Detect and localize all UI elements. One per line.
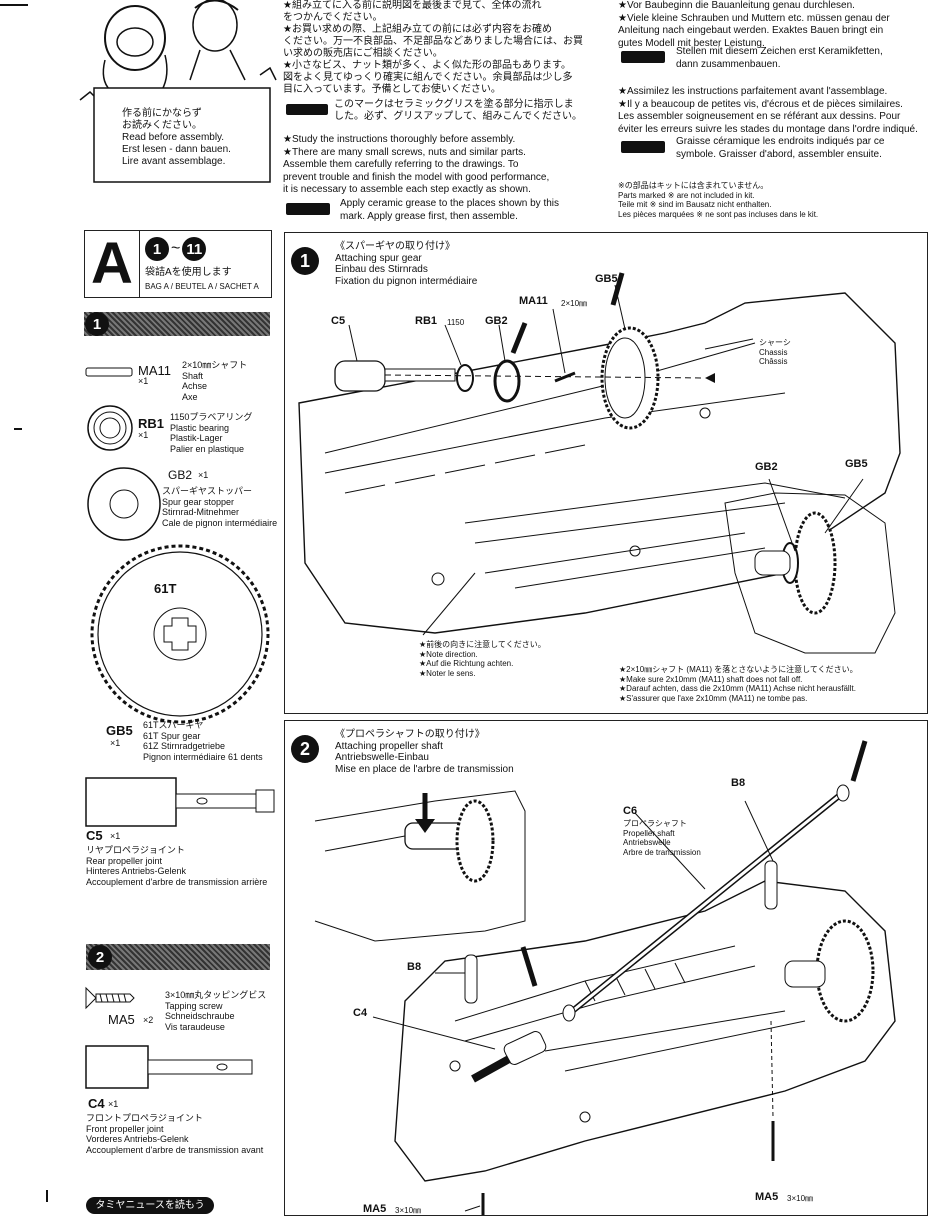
- top-jp-line: ★小さなビス、ナット類が多く、よく似た形の部品もあります。: [283, 60, 571, 71]
- callout-b8-left: B8: [407, 961, 422, 973]
- gb5-teeth-label: 61T: [154, 581, 177, 596]
- callout-gb5: GB5: [595, 273, 618, 285]
- step-1-panel: 1 《スパーギヤの取り付け》 Attaching spur gear Einba…: [284, 232, 928, 714]
- step-1-direction-note: ★前後の向きに注意してください。 ★Note direction. ★Auf d…: [419, 640, 546, 678]
- top-fr-grease-note: Graisse céramique les endroits indiqués …: [676, 136, 885, 160]
- c4-qty: ×1: [108, 1099, 119, 1109]
- callout-ma5-right: MA5: [755, 1191, 779, 1203]
- gb5-desc: 61Tスパーギヤ 61T Spur gear 61Z Stirnradgetri…: [143, 720, 263, 762]
- callout-rb1-size: 1150: [447, 318, 465, 327]
- ma11-qty: ×1: [138, 376, 149, 386]
- step-end-badge: 11: [182, 237, 207, 261]
- margin-mark: [46, 1190, 48, 1202]
- step-2-badge: 2: [291, 735, 319, 763]
- bag-label: BAG A / BEUTEL A / SACHET A: [145, 282, 259, 291]
- top-en-grease-note: Apply ceramic grease to the places shown…: [340, 198, 559, 222]
- rb1-bearing-icon: [87, 405, 133, 451]
- ma5-desc: 3×10㎜丸タッピングビス Tapping screw Schneidschra…: [165, 990, 267, 1032]
- step-2-diagram: [314, 740, 896, 1215]
- not-included-note: ※の部品はキットには含まれていません。 Parts marked ※ are n…: [618, 181, 819, 219]
- callout-ma11: MA11: [519, 295, 548, 307]
- callout-c6: C6: [623, 805, 638, 817]
- callout-b8-top: B8: [731, 777, 746, 789]
- top-jp-line: ★組み立てに入る前に説明図を最後まで見て、全体の流れ: [283, 0, 542, 11]
- c4-code: C4: [88, 1096, 105, 1111]
- ma5-qty: ×2: [143, 1015, 154, 1025]
- gb5-qty: ×1: [110, 738, 121, 748]
- callout-ma5-right-size: 3×10㎜: [787, 1194, 814, 1203]
- callout-c6-desc: プロペラシャフト Propeller shaft Antriebswelle A…: [623, 819, 701, 857]
- grease-mark-icon: [621, 51, 665, 63]
- inset-callout-gb2: GB2: [755, 461, 778, 473]
- margin-mark: [14, 428, 22, 430]
- rb1-code: RB1: [138, 416, 165, 431]
- top-jp-line: をつかんでください。: [283, 12, 383, 23]
- top-de-notes: ★Vor Baubeginn die Bauanleitung genau du…: [618, 0, 890, 49]
- callout-c5: C5: [331, 315, 346, 327]
- top-fr-notes: ★Assimilez les instructions parfaitement…: [618, 86, 918, 135]
- top-jp-line: ★お買い求めの際、上記組み立ての前には必ず内容をお確め: [283, 24, 552, 35]
- mascot-sign-text: 作る前にかならず お読みください。 Read before assembly. …: [122, 108, 231, 167]
- callout-c4: C4: [353, 1007, 368, 1019]
- step-1-shaft-note: ★2×10㎜シャフト (MA11) を落とさないように注意してください。 ★Ma…: [619, 665, 858, 703]
- callout-ma5-bottom-size: 3×10㎜: [395, 1206, 422, 1215]
- grease-mark-icon: [286, 104, 328, 115]
- c4-desc: フロントプロペラジョイント Front propeller joint Vord…: [86, 1113, 264, 1155]
- bag-letter: A: [91, 231, 133, 296]
- tamiya-news-banner: タミヤニュースを読もう: [86, 1197, 214, 1214]
- step-1-bar-badge: 1: [85, 312, 109, 336]
- callout-rb1: RB1: [415, 315, 438, 327]
- step-start-badge: 1: [145, 237, 169, 261]
- top-jp-line: 図をよく見てゆっくり確実に組んでください。余員部品は少し多: [283, 72, 573, 83]
- step-1-badge: 1: [291, 247, 319, 275]
- step-1-parts-bar: [84, 312, 270, 336]
- top-jp-line: い求めの販売店にご相談ください。: [283, 48, 443, 59]
- c5-qty: ×1: [110, 831, 121, 841]
- bag-jp: 袋詰Aを使用します: [145, 267, 232, 278]
- gb2-desc: スパーギヤストッパー Spur gear stopper Stirnrad-Mi…: [162, 486, 278, 528]
- top-jp-grease-note: このマークはセラミックグリスを塗る部分に指示しま した。必ず、グリスアップして、…: [334, 99, 582, 122]
- gb2-code: GB2: [168, 468, 193, 482]
- top-en-notes: ★Study the instructions thoroughly befor…: [283, 134, 550, 195]
- callout-ma5-bottom: MA5: [363, 1203, 387, 1215]
- grease-mark-icon: [286, 203, 330, 215]
- bag-letter-cell: A: [85, 231, 140, 297]
- callout-gb2: GB2: [485, 315, 508, 327]
- mascot-drawing: [79, 0, 277, 183]
- mascot-illustration: 作る前にかならず お読みください。 Read before assembly. …: [70, 0, 280, 188]
- c5-code: C5: [86, 828, 103, 843]
- gb5-code: GB5: [106, 723, 133, 738]
- grease-mark-icon: [621, 141, 665, 153]
- top-jp-line: 目に入っています。予備としてお使いください。: [283, 84, 501, 95]
- gb5-spur-gear-icon: [90, 544, 270, 724]
- page-edge-mark: [0, 4, 28, 6]
- step-2-panel: 2 《プロペラシャフトの取り付け》 Attaching propeller sh…: [284, 720, 928, 1216]
- ma5-screw-icon: [85, 986, 135, 1010]
- rb1-desc: 1150プラベアリング Plastic bearing Plastik-Lage…: [170, 412, 253, 454]
- inset-callout-gb5: GB5: [845, 458, 868, 470]
- ma11-shaft-icon: [85, 367, 133, 377]
- rb1-qty: ×1: [138, 430, 149, 440]
- step-range-tilde: ~: [171, 240, 181, 257]
- ma11-code: MA11: [138, 363, 171, 378]
- top-jp-notes: ★組み立てに入る前に説明図を最後まで見て、全体の流れ をつかんでください。 ★お…: [283, 0, 583, 96]
- bag-step-range: 1 ~ 11: [145, 237, 207, 261]
- gb2-stopper-icon: [87, 467, 161, 541]
- gb2-qty: ×1: [198, 470, 209, 480]
- ma11-desc: 2×10㎜シャフト Shaft Achse Axe: [182, 360, 248, 402]
- callout-chassis: シャーシ Chassis Châssis: [759, 338, 791, 366]
- ma5-code: MA5: [108, 1012, 135, 1027]
- c5-rear-joint-icon: [85, 777, 275, 827]
- step-1-title: 《スパーギヤの取り付け》 Attaching spur gear Einbau …: [335, 241, 478, 287]
- c4-front-joint-icon: [85, 1045, 253, 1089]
- top-de-grease-note: Stellen mit diesem Zeichen erst Keramikf…: [676, 46, 883, 70]
- step-2-parts-bar: [86, 944, 270, 970]
- bag-a-box: A 1 ~ 11 袋詰Aを使用します BAG A / BEUTEL A / SA…: [84, 230, 272, 298]
- top-jp-line: ください。万一不良部品、不足部品などありました場合には、お買: [283, 36, 583, 47]
- step-2-title: 《プロペラシャフトの取り付け》 Attaching propeller shaf…: [335, 729, 514, 775]
- step-1-diagram: [298, 272, 901, 654]
- callout-ma11-size: 2×10㎜: [561, 299, 588, 308]
- step-2-bar-badge: 2: [88, 945, 112, 969]
- c5-desc: リヤプロペラジョイント Rear propeller joint Hintere…: [86, 845, 268, 887]
